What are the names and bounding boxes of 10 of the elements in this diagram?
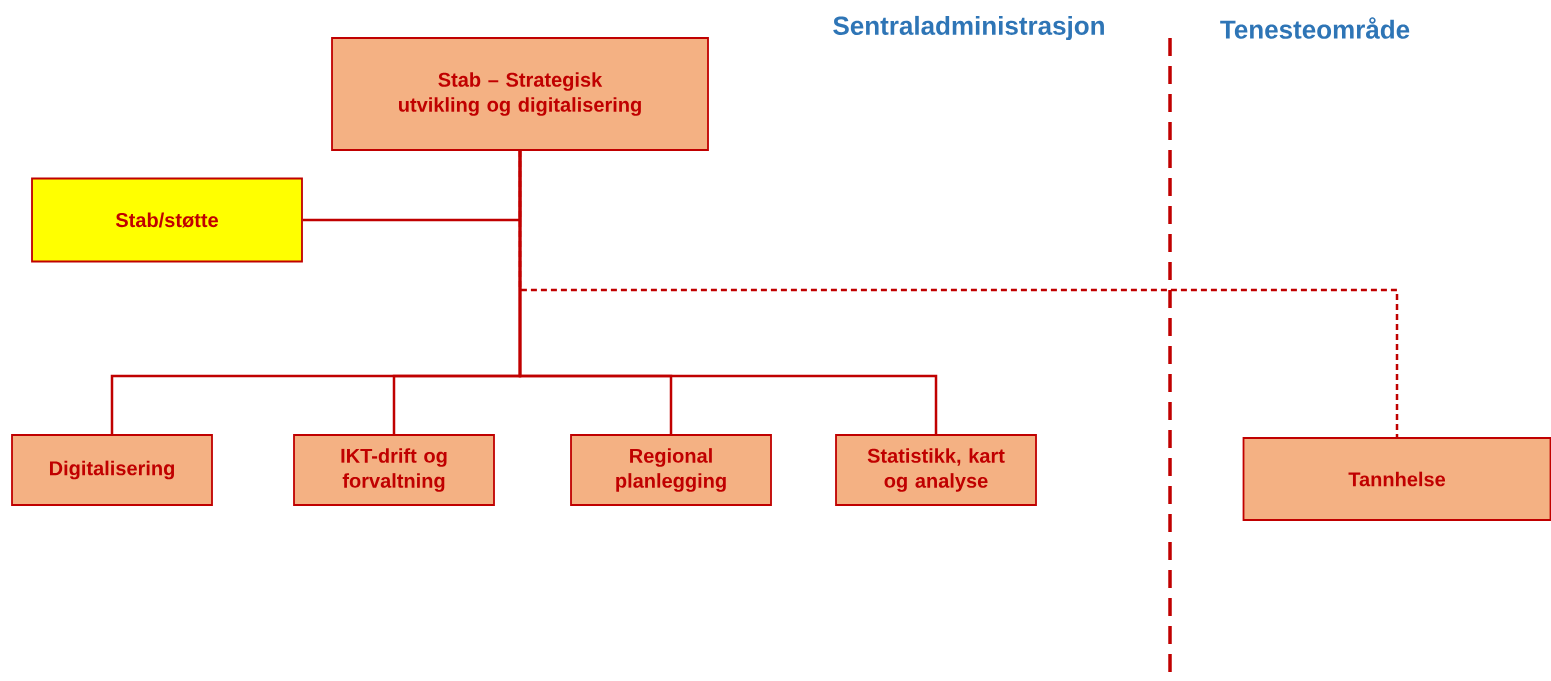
unit-box: Regional planlegging bbox=[570, 434, 772, 506]
connector-line bbox=[518, 150, 1399, 438]
staff-box: Stab/støtte bbox=[31, 177, 303, 263]
unit-box: Tannhelse bbox=[1242, 437, 1551, 521]
section-heading: Sentraladministrasjon bbox=[833, 15, 1104, 41]
unit-box: Statistikk, kart og analyse bbox=[835, 434, 1037, 506]
unit-box: Digitalisering bbox=[11, 434, 213, 506]
section-heading: Tenesteområde bbox=[1220, 17, 1410, 39]
unit-box: Stab – Strategisk utvikling og digitalisering bbox=[331, 37, 709, 151]
unit-box: IKT-drift og forvaltning bbox=[293, 434, 495, 506]
